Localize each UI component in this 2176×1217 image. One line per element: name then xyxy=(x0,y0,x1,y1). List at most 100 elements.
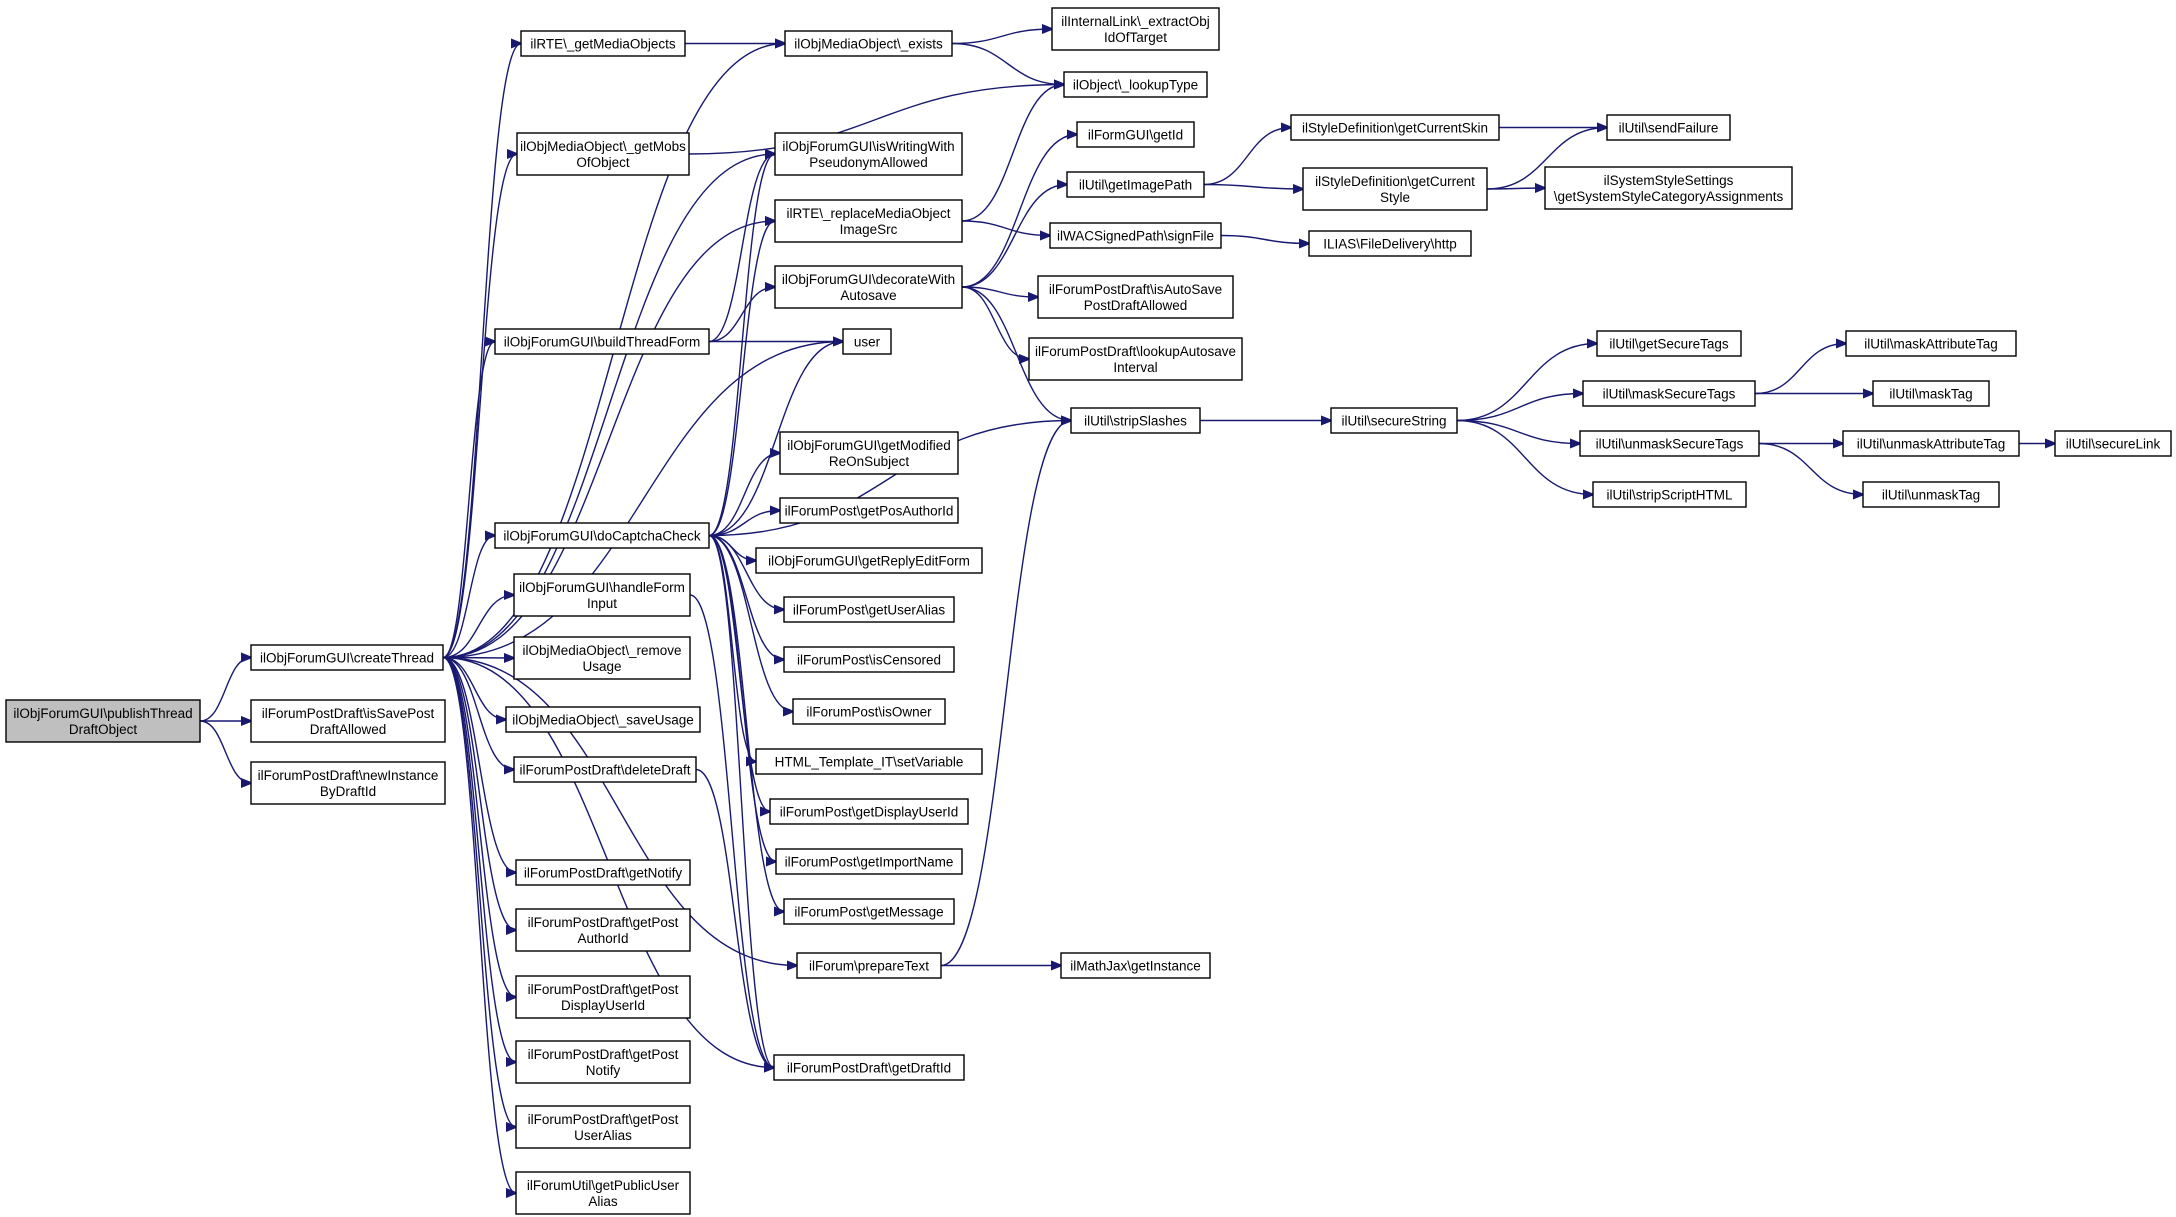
node-box[interactable] xyxy=(5,699,201,743)
node-box[interactable] xyxy=(2054,430,2172,457)
node-box[interactable] xyxy=(515,1040,691,1084)
graph-node-n12[interactable]: ilForumPostDraft\getNotify xyxy=(515,859,691,886)
graph-node-n32[interactable]: ilForumPost\getMessage xyxy=(783,898,955,925)
node-box[interactable] xyxy=(494,328,710,355)
node-box[interactable] xyxy=(1544,166,1793,210)
graph-node-n53[interactable]: ilUtil\stripScriptHTML xyxy=(1592,481,1747,508)
node-box[interactable] xyxy=(1063,71,1208,98)
node-box[interactable] xyxy=(515,859,691,886)
node-box[interactable] xyxy=(513,636,691,680)
node-box[interactable] xyxy=(494,522,710,549)
node-box[interactable] xyxy=(250,699,446,743)
node-box[interactable] xyxy=(1606,114,1731,141)
node-box[interactable] xyxy=(783,596,955,623)
node-box[interactable] xyxy=(1592,481,1747,508)
graph-node-n55[interactable]: ilUtil\maskTag xyxy=(1872,380,1990,407)
graph-node-n58[interactable]: ilUtil\secureLink xyxy=(2054,430,2172,457)
graph-node-n50[interactable]: ilUtil\getSecureTags xyxy=(1596,330,1742,357)
node-box[interactable] xyxy=(513,756,697,783)
graph-node-n33[interactable]: ilForum\prepareText xyxy=(796,952,942,979)
node-box[interactable] xyxy=(1582,380,1756,407)
graph-node-n24[interactable]: ilForumPost\getPosAuthorId xyxy=(779,497,959,524)
graph-node-n10[interactable]: ilObjMediaObject\_saveUsage xyxy=(505,706,701,733)
graph-node-n28[interactable]: ilForumPost\isOwner xyxy=(792,698,946,725)
node-box[interactable] xyxy=(755,547,983,574)
graph-node-n46[interactable]: ILIAS\FileDelivery\http xyxy=(1308,230,1472,257)
node-box[interactable] xyxy=(1872,380,1990,407)
node-box[interactable] xyxy=(1862,481,2000,508)
node-box[interactable] xyxy=(515,1171,691,1215)
graph-node-n22[interactable]: user xyxy=(842,328,892,355)
node-box[interactable] xyxy=(1060,952,1211,979)
node-box[interactable] xyxy=(505,706,701,733)
node-box[interactable] xyxy=(1330,407,1458,434)
node-box[interactable] xyxy=(520,30,686,57)
graph-node-n6[interactable]: ilObjForumGUI\buildThreadForm xyxy=(494,328,710,355)
node-box[interactable] xyxy=(774,265,963,309)
node-box[interactable] xyxy=(792,698,946,725)
node-box[interactable] xyxy=(842,328,892,355)
node-box[interactable] xyxy=(769,798,969,825)
graph-node-n44[interactable]: ilStyleDefinition\getCurrentSkin xyxy=(1290,114,1500,141)
node-box[interactable] xyxy=(779,431,959,475)
graph-node-n40[interactable]: ilForumPostDraft\isAutoSavePostDraftAllo… xyxy=(1037,275,1234,319)
graph-node-n4[interactable]: ilRTE\_getMediaObjects xyxy=(520,30,686,57)
graph-node-n52[interactable]: ilUtil\unmaskSecureTags xyxy=(1579,430,1760,457)
graph-node-n25[interactable]: ilObjForumGUI\getReplyEditForm xyxy=(755,547,983,574)
node-box[interactable] xyxy=(774,132,963,176)
node-box[interactable] xyxy=(774,199,963,243)
graph-node-n49[interactable]: ilSystemStyleSettings\getSystemStyleCate… xyxy=(1544,166,1793,210)
graph-node-n7[interactable]: ilObjForumGUI\doCaptchaCheck xyxy=(494,522,710,549)
node-box[interactable] xyxy=(796,952,942,979)
node-box[interactable] xyxy=(1076,121,1195,148)
node-box[interactable] xyxy=(755,748,983,775)
graph-node-n19[interactable]: ilObjForumGUI\isWritingWithPseudonymAllo… xyxy=(774,132,963,176)
graph-node-n57[interactable]: ilUtil\unmaskTag xyxy=(1862,481,2000,508)
graph-node-n27[interactable]: ilForumPost\isCensored xyxy=(783,646,955,673)
graph-node-n36[interactable]: ilObject\_lookupType xyxy=(1063,71,1208,98)
graph-node-n42[interactable]: ilUtil\stripSlashes xyxy=(1070,407,1201,434)
node-box[interactable] xyxy=(1049,222,1222,249)
node-box[interactable] xyxy=(1037,275,1234,319)
graph-node-n51[interactable]: ilUtil\maskSecureTags xyxy=(1582,380,1756,407)
graph-node-n54[interactable]: ilUtil\maskAttributeTag xyxy=(1845,330,2017,357)
graph-node-n38[interactable]: ilUtil\getImagePath xyxy=(1066,171,1205,198)
node-box[interactable] xyxy=(784,30,953,57)
node-box[interactable] xyxy=(783,646,955,673)
graph-node-n34[interactable]: ilForumPostDraft\getDraftId xyxy=(773,1054,965,1081)
graph-node-n29[interactable]: HTML_Template_IT\setVariable xyxy=(755,748,983,775)
node-box[interactable] xyxy=(515,1105,691,1149)
node-box[interactable] xyxy=(779,497,959,524)
node-box[interactable] xyxy=(1290,114,1500,141)
graph-node-n47[interactable]: ilUtil\secureString xyxy=(1330,407,1458,434)
node-box[interactable] xyxy=(1028,337,1243,381)
node-box[interactable] xyxy=(1596,330,1742,357)
graph-node-n43[interactable]: ilMathJax\getInstance xyxy=(1060,952,1211,979)
node-box[interactable] xyxy=(516,132,690,176)
graph-node-n11[interactable]: ilForumPostDraft\deleteDraft xyxy=(513,756,697,783)
node-box[interactable] xyxy=(783,898,955,925)
node-box[interactable] xyxy=(1302,167,1488,211)
node-box[interactable] xyxy=(773,1054,965,1081)
node-box[interactable] xyxy=(515,908,691,952)
node-box[interactable] xyxy=(513,573,691,617)
node-box[interactable] xyxy=(1051,7,1220,51)
node-box[interactable] xyxy=(1308,230,1472,257)
graph-node-n1[interactable]: ilObjForumGUI\createThread xyxy=(250,644,444,671)
node-box[interactable] xyxy=(1066,171,1205,198)
